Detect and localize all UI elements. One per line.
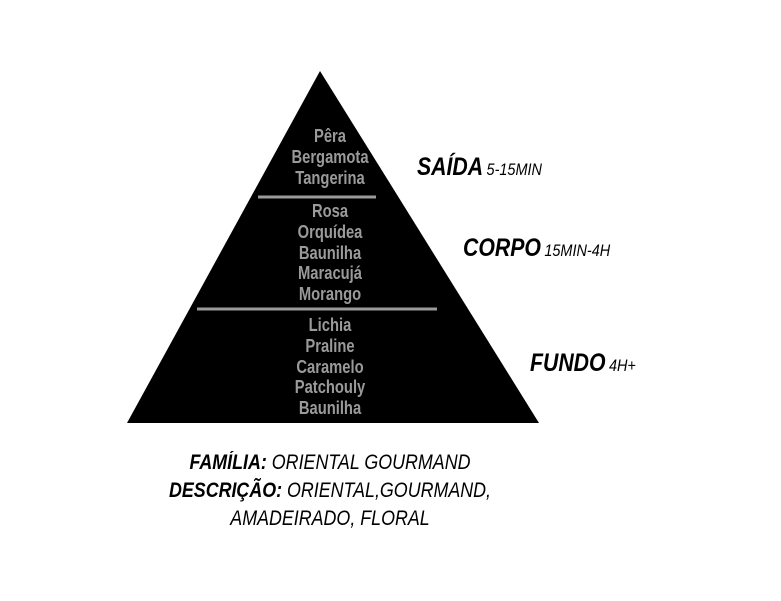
note: Pêra <box>313 126 347 146</box>
layer-name: CORPO <box>463 234 541 262</box>
base-notes-list: Lichia Praline Caramelo Patchouly Baunil… <box>248 315 412 419</box>
descricao-label: DESCRIÇÃO: <box>168 479 283 502</box>
top-notes-list: Pêra Bergamota Tangerina <box>248 126 412 188</box>
layer-time: 15MIN-4H <box>544 241 611 260</box>
note: Tangerina <box>295 167 365 188</box>
note: Patchouly <box>294 377 366 398</box>
layer-time: 4H+ <box>608 356 636 375</box>
note: Maracujá <box>297 263 362 284</box>
note: Baunilha <box>298 242 362 263</box>
note: Morango <box>298 284 362 305</box>
note: Rosa <box>311 201 349 221</box>
descricao-value: ORIENTAL,GOURMAND, <box>287 479 491 502</box>
familia-label: FAMÍLIA: <box>189 451 267 474</box>
pyramid-shape <box>127 71 539 423</box>
familia-value: ORIENTAL GOURMAND <box>271 451 471 474</box>
layer-name: SAÍDA <box>417 153 484 181</box>
note: Lichia <box>308 315 352 335</box>
note: Bergamota <box>291 146 369 167</box>
descricao-line: DESCRIÇÃO: ORIENTAL,GOURMAND, <box>118 477 543 505</box>
fragrance-info: FAMÍLIA: ORIENTAL GOURMAND DESCRIÇÃO: OR… <box>118 449 543 533</box>
layer-time: 5-15MIN <box>486 160 542 179</box>
heart-notes-list: Rosa Orquídea Baunilha Maracujá Morango <box>248 201 412 305</box>
layer-name: FUNDO <box>530 349 606 377</box>
descricao-line-2: AMADEIRADO, FLORAL <box>230 507 430 530</box>
familia-line: FAMÍLIA: ORIENTAL GOURMAND <box>118 449 543 477</box>
note: Praline <box>305 335 355 356</box>
note: Orquídea <box>297 221 363 242</box>
note: Baunilha <box>298 398 362 419</box>
note: Caramelo <box>296 356 364 377</box>
